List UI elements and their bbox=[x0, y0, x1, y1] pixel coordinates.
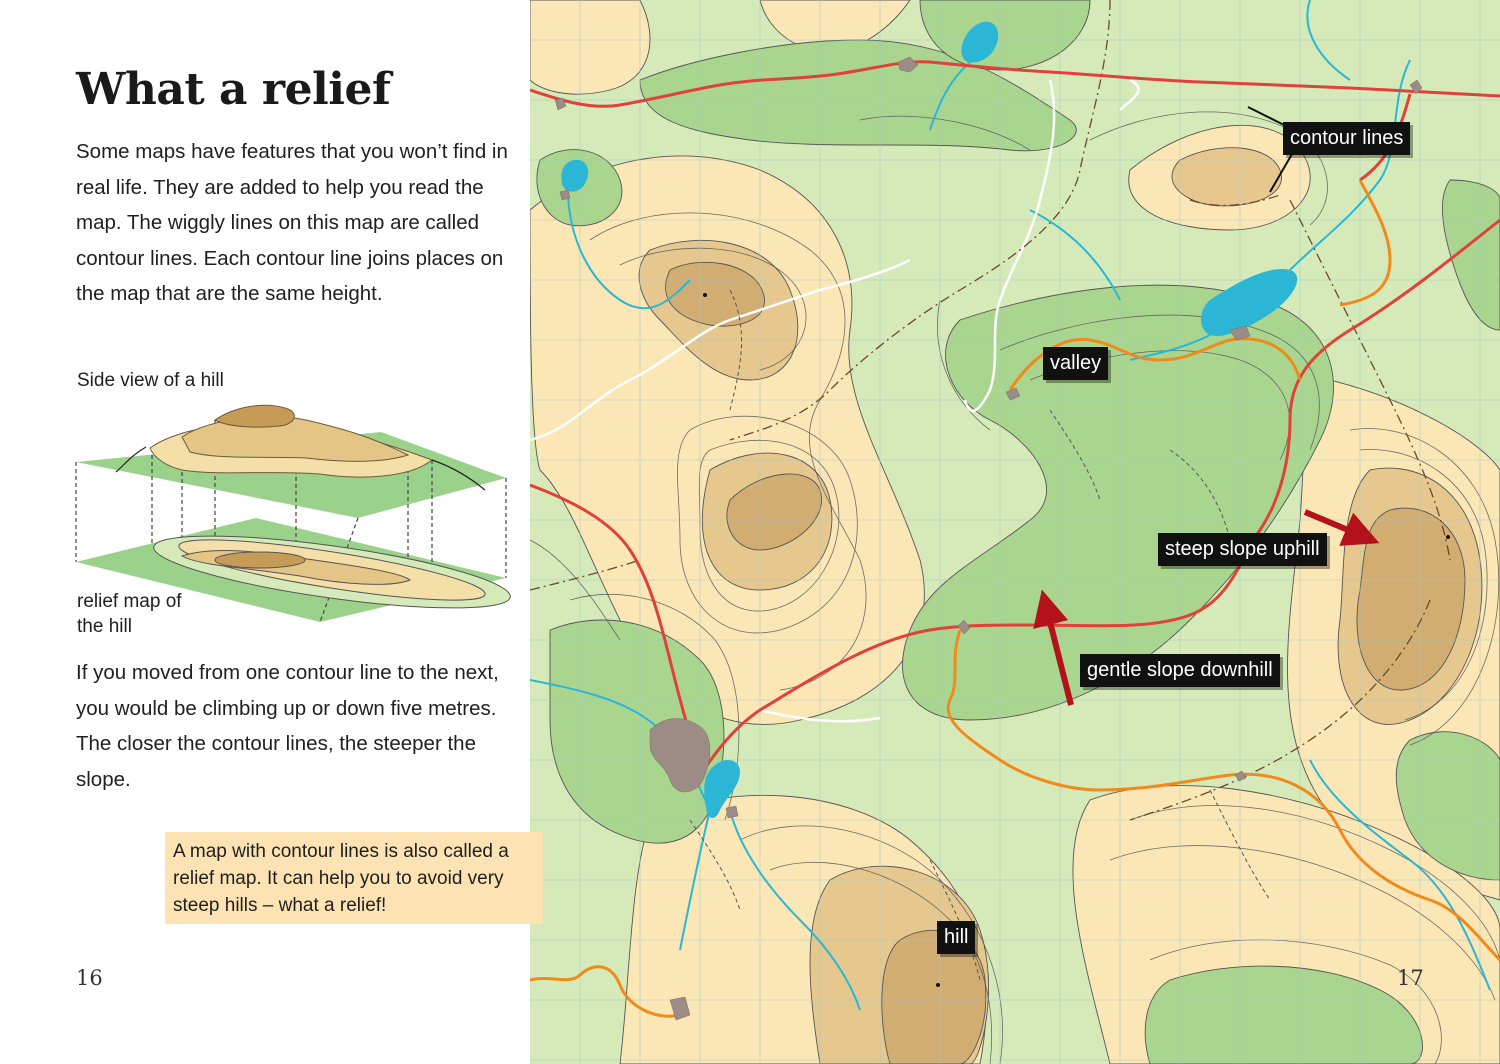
white-path-4 bbox=[1119, 78, 1140, 111]
stream-2 bbox=[929, 61, 971, 131]
relief-contour-top bbox=[214, 551, 306, 569]
white-path-2 bbox=[963, 79, 1056, 413]
orange-road-south bbox=[946, 629, 1500, 962]
stream-9 bbox=[1029, 209, 1121, 301]
contour-map bbox=[530, 0, 1500, 1064]
town-northwest bbox=[554, 97, 567, 111]
plateau-northwest bbox=[530, 0, 651, 95]
page-number-left: 16 bbox=[76, 966, 103, 990]
lake-north bbox=[961, 21, 999, 63]
orange-road-valley bbox=[1008, 337, 1302, 391]
hill-label: hill bbox=[937, 921, 976, 954]
intro-paragraph: Some maps have features that you won’t f… bbox=[76, 140, 508, 306]
town-east bbox=[1229, 325, 1251, 341]
summit-east bbox=[1356, 507, 1466, 691]
left-page: What a relief Some maps have features th… bbox=[0, 0, 530, 1064]
steep-slope-arrow bbox=[1303, 509, 1380, 546]
valley-north bbox=[639, 39, 1077, 152]
side-view-caption: Side view of a hill bbox=[77, 370, 224, 391]
stream-1 bbox=[567, 194, 691, 310]
red-road-north bbox=[530, 60, 1500, 108]
town-large bbox=[649, 718, 711, 793]
town-north bbox=[897, 56, 919, 73]
gentle-slope-arrow bbox=[1033, 589, 1074, 706]
town-northeast bbox=[1409, 79, 1423, 95]
relief-map-caption: relief map of the hill bbox=[77, 591, 182, 637]
valley-southeast bbox=[1144, 965, 1423, 1064]
valley-label: valley bbox=[1043, 347, 1109, 380]
valley-east-low bbox=[1395, 731, 1500, 881]
steep-slope-label: steep slope uphill bbox=[1158, 533, 1327, 566]
page-number-right: 17 bbox=[1397, 966, 1424, 990]
town-south bbox=[669, 996, 691, 1021]
town-southwest bbox=[725, 805, 739, 819]
lake-northwest bbox=[561, 159, 589, 192]
info-box: A map with contour lines is also called … bbox=[165, 832, 543, 924]
hill-layer-3 bbox=[214, 404, 295, 428]
plateau-west bbox=[530, 155, 925, 725]
town-central bbox=[957, 619, 971, 635]
boundary-4 bbox=[530, 559, 641, 591]
gentle-slope-label: gentle slope downhill bbox=[1080, 654, 1280, 687]
stream-3 bbox=[1129, 334, 1211, 361]
orange-road-southwest bbox=[530, 965, 681, 1018]
lake-southwest bbox=[704, 760, 740, 819]
stream-6 bbox=[729, 809, 861, 1011]
town-west bbox=[559, 189, 571, 201]
stream-8 bbox=[1309, 759, 1491, 991]
lake-east bbox=[1201, 269, 1298, 336]
town-southeast bbox=[1234, 770, 1247, 782]
white-path-1 bbox=[530, 258, 911, 442]
red-road-east bbox=[688, 218, 1500, 791]
boundary-1 bbox=[729, 0, 1111, 441]
page-title: What a relief bbox=[76, 64, 391, 115]
stream-10 bbox=[1306, 0, 1351, 81]
hill-northeast-layer bbox=[1171, 147, 1282, 207]
summit-central bbox=[726, 473, 822, 551]
summit-west bbox=[665, 261, 765, 327]
boundary-5 bbox=[1189, 194, 1281, 207]
red-road-southwest bbox=[530, 483, 702, 761]
slope-paragraph: If you moved from one contour line to th… bbox=[76, 661, 499, 791]
stream-4 bbox=[1289, 59, 1411, 271]
stream-7 bbox=[679, 809, 711, 951]
town-valley bbox=[1005, 387, 1021, 401]
contour-lines-label: contour lines bbox=[1283, 122, 1411, 155]
boundary-2 bbox=[1289, 199, 1451, 561]
orange-road-east bbox=[1339, 179, 1392, 307]
white-path-3 bbox=[759, 708, 881, 723]
hill-side-view-diagram bbox=[75, 404, 511, 623]
boundary-3 bbox=[1129, 599, 1431, 821]
